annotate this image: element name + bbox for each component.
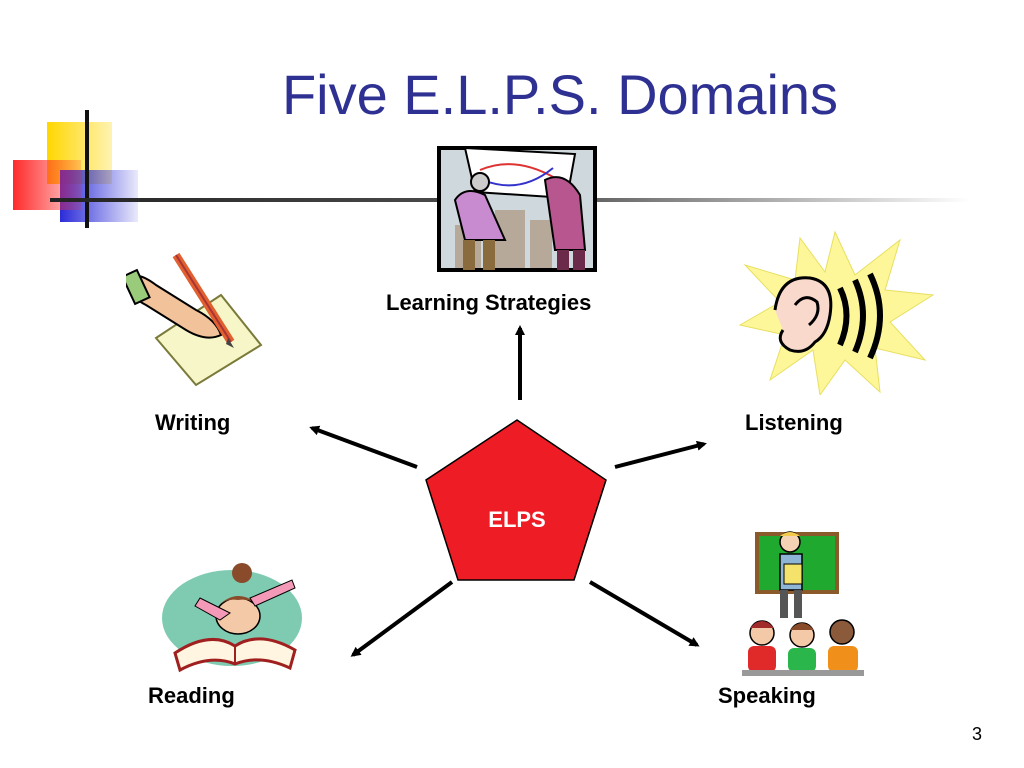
elps-label: ELPS [488,507,546,532]
reading-girl-icon [162,563,302,673]
label-reading: Reading [148,683,235,708]
arrow-to-writing [309,425,418,469]
writing-hand-icon [126,252,263,387]
page-number: 3 [972,724,983,744]
arrow-to-reading [350,580,454,657]
label-learning-strategies: Learning Strategies [386,290,592,315]
label-speaking: Speaking [718,683,816,708]
arrow-to-listening [614,440,707,469]
arrow-to-speaking [588,580,700,647]
ear-icon [738,230,935,395]
label-listening: Listening [745,410,843,435]
label-writing: Writing [155,410,231,435]
slide-title: Five E.L.P.S. Domains [281,63,839,126]
elps-pentagon [425,419,607,581]
map-planning-icon [437,146,597,272]
vertical-rule [85,110,89,228]
speaking-student-icon [742,531,864,676]
